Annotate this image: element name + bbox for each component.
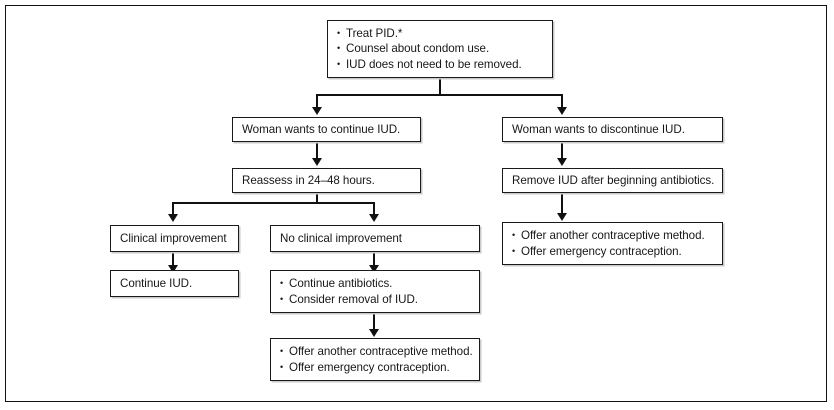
node-line: Continue antibiotics. <box>280 276 471 292</box>
node-line: Continue IUD. <box>120 276 193 290</box>
node-no-clinical-improvement[interactable]: No clinical improvement <box>270 225 480 252</box>
node-offer-contraception-left[interactable]: Offer another contraceptive method. Offe… <box>270 338 480 381</box>
node-clinical-improvement[interactable]: Clinical improvement <box>110 225 239 252</box>
connector-top-split-right-down <box>560 94 563 108</box>
node-line: Offer another contraceptive method. <box>512 228 714 244</box>
arrowhead-to-offer-right <box>556 213 567 221</box>
arrowhead-to-discontinue-branch <box>556 107 567 115</box>
node-woman-wants-continue[interactable]: Woman wants to continue IUD. <box>232 117 421 142</box>
node-woman-wants-discontinue[interactable]: Woman wants to discontinue IUD. <box>502 117 723 142</box>
node-initial-management[interactable]: Treat PID.* Counsel about condom use. IU… <box>327 20 553 78</box>
node-line: No clinical improvement <box>280 231 402 245</box>
arrowhead-to-continue-iud <box>167 265 178 273</box>
node-offer-contraception-right[interactable]: Offer another contraceptive method. Offe… <box>502 222 723 265</box>
connector-discontinue-to-remove <box>560 142 563 159</box>
node-line: Consider removal of IUD. <box>280 292 471 308</box>
connector-antibiotics-to-offer <box>372 312 375 331</box>
arrowhead-to-no-clinical-improvement <box>368 214 379 222</box>
node-continue-iud[interactable]: Continue IUD. <box>110 270 239 297</box>
arrowhead-to-continue-antibiotics <box>368 265 379 273</box>
node-line: Reassess in 24–48 hours. <box>242 173 375 187</box>
node-line: IUD does not need to be removed. <box>337 57 544 73</box>
connector-top-split-bar <box>316 94 563 97</box>
node-remove-iud[interactable]: Remove IUD after beginning antibiotics. <box>502 168 723 193</box>
connector-continue-to-reassess <box>316 142 319 159</box>
connector-reassess-down <box>316 193 319 204</box>
node-line: Clinical improvement <box>120 231 227 245</box>
node-line: Treat PID.* <box>337 26 544 42</box>
node-line: Counsel about condom use. <box>337 41 544 57</box>
node-line: Woman wants to continue IUD. <box>242 122 401 136</box>
connector-reassess-split-left-down <box>172 202 175 215</box>
arrowhead-to-reassess <box>311 158 322 166</box>
connector-remove-to-offer-right <box>560 193 563 214</box>
node-line: Offer emergency contraception. <box>280 360 471 376</box>
node-line: Remove IUD after beginning antibiotics. <box>512 173 715 187</box>
node-reassess[interactable]: Reassess in 24–48 hours. <box>232 168 421 193</box>
arrowhead-to-clinical-improvement <box>167 214 178 222</box>
connector-clinical-to-continue-iud <box>172 252 175 266</box>
connector-noclinical-to-antibiotics <box>372 252 375 266</box>
arrowhead-to-continue-branch <box>311 107 322 115</box>
arrowhead-to-remove-iud <box>556 158 567 166</box>
connector-top-split-left-down <box>316 94 319 108</box>
arrowhead-to-offer-bottom <box>368 329 379 337</box>
node-line: Offer another contraceptive method. <box>280 344 473 360</box>
node-continue-antibiotics[interactable]: Continue antibiotics. Consider removal o… <box>270 270 480 313</box>
node-line: Woman wants to discontinue IUD. <box>512 122 685 136</box>
node-line: Offer emergency contraception. <box>512 244 714 260</box>
connector-reassess-split-bar <box>172 202 375 205</box>
connector-reassess-split-right-down <box>372 202 375 215</box>
connector-initial-down <box>439 78 442 96</box>
